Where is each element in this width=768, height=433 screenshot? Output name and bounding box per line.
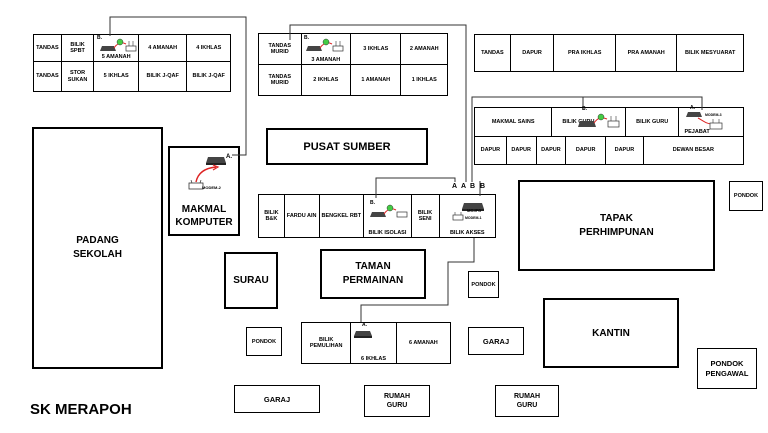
marker-b-blocke: B. bbox=[370, 200, 375, 206]
switch-modem-icon bbox=[686, 112, 723, 130]
makmal-komputer: MAKMAL KOMPUTER bbox=[168, 146, 240, 236]
room-dapur-5: DAPUR bbox=[606, 137, 644, 164]
wire-f bbox=[360, 238, 475, 322]
wire-a-to-makmal bbox=[109, 16, 247, 156]
room-tandas: TANDAS bbox=[34, 35, 62, 61]
block-a-row-1: TANDAS BILIK SPBT 5 AMANAH 4 AMANAH 4 IK… bbox=[33, 34, 231, 62]
room-dapur-1: DAPUR bbox=[475, 137, 507, 164]
modem-icon bbox=[188, 180, 204, 190]
marker-b-blocka: B. bbox=[97, 35, 102, 41]
marker-a-pejabat: A. bbox=[690, 105, 695, 111]
room-3-amanah: 3 AMANAH bbox=[302, 34, 352, 64]
room-bilik-guru: BILIK GURU bbox=[552, 108, 626, 136]
room-bilik-seni: BILIK SENI bbox=[412, 195, 440, 237]
room-4-amanah: 4 AMANAH bbox=[139, 35, 188, 61]
room-dapur-2: DAPUR bbox=[507, 137, 537, 164]
room-bilik-bk: BILIK B&K bbox=[259, 195, 285, 237]
wire-e-isolasi bbox=[375, 177, 456, 198]
room-bilik-jqaf-2: BILIK J-QAF bbox=[192, 73, 225, 80]
surau: SURAU bbox=[224, 252, 278, 309]
room-tandas-murid: TANDAS MURID bbox=[259, 34, 302, 64]
pondok-1: PONDOK bbox=[729, 181, 763, 211]
room-5-amanah: 5 AMANAH bbox=[94, 35, 139, 61]
wifi-router-icon bbox=[100, 38, 137, 52]
modem-1-label: MODEM-1 bbox=[465, 216, 482, 220]
room-tandas-2: TANDAS bbox=[34, 62, 62, 91]
link-arrow-icon bbox=[195, 164, 220, 183]
switch-icon bbox=[206, 157, 226, 165]
modem-icon bbox=[452, 212, 464, 221]
wire-b-top bbox=[289, 24, 467, 182]
block-f: BILIK PEMULIHAN 6 IKHLAS 6 AMANAH bbox=[301, 322, 451, 364]
marker-b-blockd: B. bbox=[582, 106, 587, 112]
room-bengkel-rbt: BENGKEL RBT bbox=[320, 195, 365, 237]
pondok-pengawal: PONDOK PENGAWAL bbox=[697, 348, 757, 389]
wifi-router-icon bbox=[578, 113, 620, 128]
wire-d-top bbox=[582, 96, 703, 110]
marker-a-blockf: A. bbox=[362, 322, 367, 328]
pondok-3: PONDOK bbox=[246, 327, 282, 356]
page-title: SK MERAPOH bbox=[30, 400, 132, 418]
marker-b-1: B bbox=[470, 183, 476, 190]
room-1-ikhlas: 1 IKHLAS bbox=[411, 76, 437, 83]
room-3-ikhlas: 3 IKHLAS bbox=[351, 34, 402, 64]
wifi-router-icon bbox=[370, 204, 408, 218]
taman-permainan: TAMAN PERMAINAN bbox=[320, 249, 426, 299]
room-bilik-jqaf: BILIK J-QAF bbox=[139, 62, 188, 91]
block-b-row-2: TANDAS MURID 2 IKHLAS 1 AMANAH 1 IKHLAS bbox=[258, 65, 448, 96]
mc-ifo-label: MC-IFO bbox=[467, 208, 482, 213]
modem-3-label: MODEM-3 bbox=[705, 113, 722, 117]
rumah-guru-2: RUMAH GURU bbox=[495, 385, 559, 417]
marker-a-1: A bbox=[452, 183, 458, 190]
room-makmal-sains: MAKMAL SAINS bbox=[475, 108, 553, 136]
block-c: TANDAS DAPUR PRA IKHLAS PRA AMANAH BILIK… bbox=[474, 34, 744, 72]
room-4-ikhlas: 4 IKHLAS bbox=[196, 44, 222, 51]
room-dapur-4: DAPUR bbox=[566, 137, 607, 164]
room-bilik-akses: BILIK AKSES bbox=[449, 229, 485, 236]
wire-d-to-e bbox=[471, 96, 583, 182]
room-bilik-pemulihan: BILIK PEMULIHAN bbox=[302, 323, 352, 363]
garaj-2: GARAJ bbox=[234, 385, 320, 413]
block-a-row-2: TANDAS STOR SUKAN 5 IKHLAS BILIK J-QAF B… bbox=[33, 62, 231, 92]
room-bilik-mesyuarat: BILIK MESYUARAT bbox=[685, 49, 736, 56]
marker-a-makmal: A. bbox=[226, 154, 232, 160]
block-d-row-2: DAPUR DAPUR DAPUR DAPUR DAPUR DEWAN BESA… bbox=[474, 137, 744, 165]
room-6-amanah: 6 AMANAH bbox=[408, 339, 438, 346]
room-fardu-ain: FARDU AIN bbox=[285, 195, 320, 237]
room-2-amanah: 2 AMANAH bbox=[409, 45, 439, 52]
padang-sekolah: PADANG SEKOLAH bbox=[32, 127, 163, 369]
room-dapur: DAPUR bbox=[511, 35, 555, 71]
switch-icon bbox=[354, 331, 372, 338]
modem-2-label: MODEM-2 bbox=[202, 185, 221, 190]
rumah-guru-1: RUMAH GURU bbox=[364, 385, 430, 417]
room-tandas-3: TANDAS bbox=[475, 35, 511, 71]
room-bilik-spbt: BILIK SPBT bbox=[62, 35, 95, 61]
tapak-perhimpunan: TAPAK PERHIMPUNAN bbox=[518, 180, 715, 271]
room-dewan-besar: DEWAN BESAR bbox=[672, 147, 714, 154]
room-pejabat: PEJABAT bbox=[684, 128, 710, 135]
pondok-2: PONDOK bbox=[468, 271, 499, 298]
room-1-amanah: 1 AMANAH bbox=[351, 65, 402, 95]
room-bilik-isolasi: BILIK ISOLASI bbox=[364, 195, 412, 237]
mc-ifo-switch-icon bbox=[462, 203, 484, 211]
pusat-sumber: PUSAT SUMBER bbox=[266, 128, 428, 165]
garaj-1: GARAJ bbox=[468, 327, 524, 355]
wifi-router-icon bbox=[306, 38, 344, 52]
room-5-ikhlas: 5 IKHLAS bbox=[94, 62, 139, 91]
marker-b-blockb: B. bbox=[304, 35, 309, 41]
room-pra-amanah: PRA AMANAH bbox=[616, 35, 678, 71]
marker-b-2: B bbox=[480, 183, 486, 190]
block-b-row-1: TANDAS MURID 3 AMANAH 3 IKHLAS 2 AMANAH bbox=[258, 33, 448, 65]
marker-a-2: A bbox=[461, 183, 467, 190]
room-pra-ikhlas: PRA IKHLAS bbox=[554, 35, 616, 71]
room-tandas-murid-2: TANDAS MURID bbox=[259, 65, 302, 95]
makmal-komputer-label: MAKMAL KOMPUTER bbox=[175, 204, 233, 228]
room-2-ikhlas: 2 IKHLAS bbox=[302, 65, 352, 95]
room-bilik-guru-2: BILIK GURU bbox=[626, 108, 680, 136]
room-stor-sukan: STOR SUKAN bbox=[62, 62, 95, 91]
room-6-ikhlas: 6 IKHLAS bbox=[351, 323, 397, 363]
kantin: KANTIN bbox=[543, 298, 679, 368]
room-dapur-3: DAPUR bbox=[537, 137, 567, 164]
